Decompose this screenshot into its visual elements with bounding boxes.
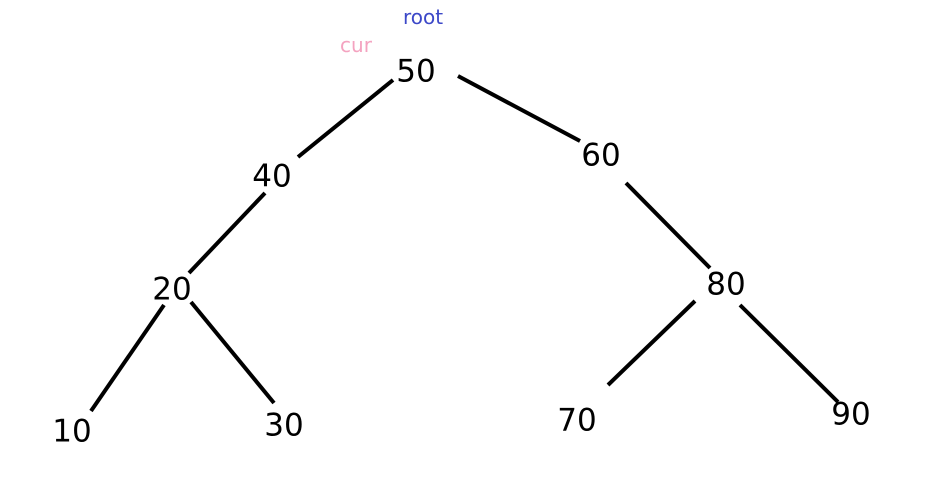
- node-70: 70: [557, 402, 597, 439]
- edge-60-80: [624, 181, 712, 270]
- node-10: 10: [52, 413, 92, 450]
- cur-pointer-label: cur: [340, 33, 372, 57]
- node-30: 30: [264, 407, 304, 444]
- node-80: 80: [706, 266, 746, 303]
- edge-20-30: [189, 300, 276, 405]
- node-50: 50: [396, 53, 436, 90]
- root-pointer-label: root: [402, 5, 444, 29]
- edge-20-10: [89, 303, 166, 413]
- edge-80-70: [606, 299, 697, 387]
- edge-50-40: [296, 78, 395, 159]
- edge-50-60: [457, 74, 581, 143]
- node-60: 60: [581, 137, 621, 174]
- node-20: 20: [152, 271, 192, 308]
- edge-40-20: [187, 191, 267, 275]
- node-40: 40: [252, 158, 292, 195]
- node-90: 90: [831, 396, 871, 433]
- edge-80-90: [738, 303, 840, 404]
